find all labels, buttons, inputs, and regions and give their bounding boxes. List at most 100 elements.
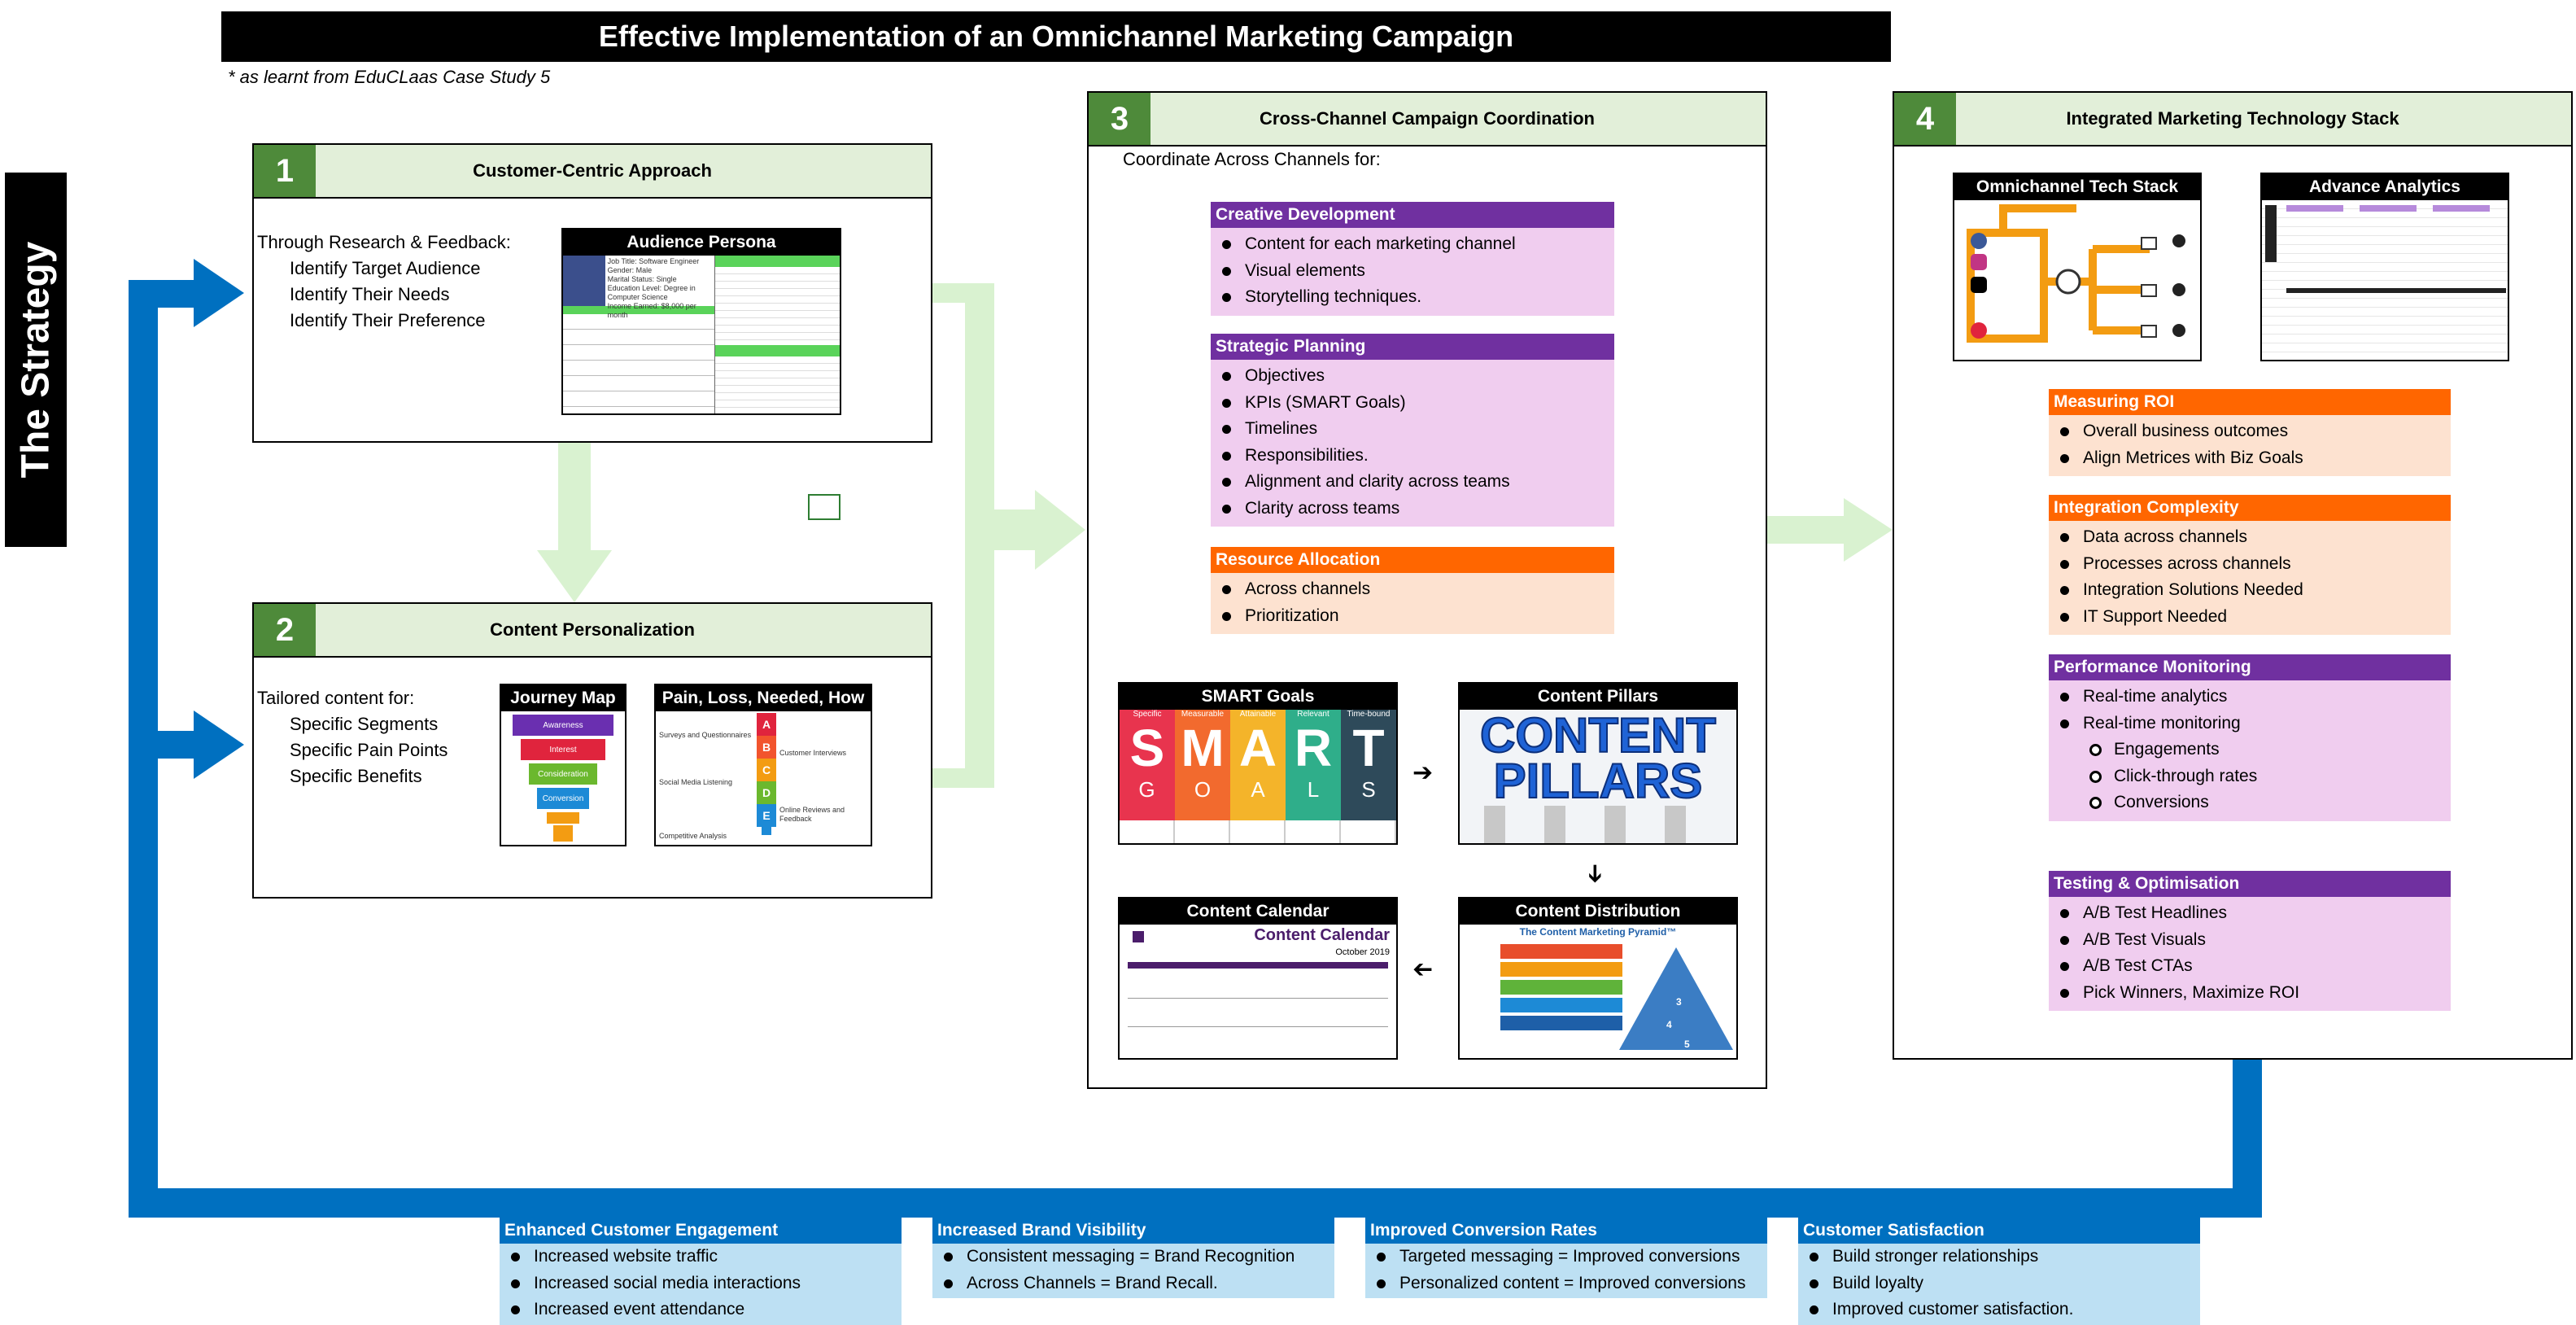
plnh-label: Customer Interviews	[779, 749, 847, 757]
smart-word: Time-bound	[1347, 710, 1391, 719]
tech-stack-diagram	[1967, 204, 2185, 343]
pillar-shape	[1665, 806, 1686, 843]
panel-title: Content Personalization	[490, 619, 695, 640]
section-resource-allocation: Resource Allocation Across channels Prio…	[1211, 547, 1614, 634]
plnh-letter: A	[757, 713, 776, 736]
smart-letter: M	[1181, 719, 1225, 777]
intro-text: Through Research & Feedback:	[257, 232, 511, 252]
panel-number: 1	[254, 145, 316, 197]
pillar-shape	[1544, 806, 1565, 843]
content-calendar-card: Content Calendar Content Calendar Octobe…	[1118, 897, 1398, 1060]
plnh-letter: C	[757, 759, 776, 781]
social-icon	[1971, 277, 1987, 293]
panel-number: 2	[254, 604, 316, 656]
list-item: Objectives	[1211, 363, 1614, 390]
plnh-letter: B	[757, 736, 776, 759]
section-measuring-roi: Measuring ROI Overall business outcomes …	[2049, 389, 2451, 476]
list-item: Timelines	[1211, 416, 1614, 443]
panel-tech-stack: Integrated Marketing Technology Stack 4 …	[1893, 91, 2573, 1060]
card-title: SMART Goals	[1120, 684, 1396, 710]
list-item: Targeted messaging = Improved conversion…	[1365, 1244, 1767, 1270]
section-performance-monitoring: Performance Monitoring Real-time analyti…	[2049, 654, 2451, 821]
panel-title: Customer-Centric Approach	[473, 160, 712, 181]
goals-letter: L	[1307, 777, 1320, 802]
analytics-preview	[2262, 200, 2508, 360]
smart-col: Attainable A A	[1230, 710, 1286, 820]
plnh-label: Online Reviews and Feedback	[779, 806, 845, 823]
smart-letter: R	[1294, 719, 1333, 777]
funnel: Awareness Interest Consideration Convers…	[501, 711, 625, 845]
people-icon	[2172, 283, 2185, 296]
globe-icon	[2055, 269, 2081, 295]
pain-loss-needed-how-card: Pain, Loss, Needed, How Surveys and Ques…	[654, 684, 872, 846]
section-title: Resource Allocation	[1211, 547, 1614, 573]
section-creative-development: Creative Development Content for each ma…	[1211, 202, 1614, 316]
list-item: Specific Benefits	[290, 766, 422, 786]
list-item: Clarity across teams	[1211, 496, 1614, 523]
calendar-logo	[1133, 931, 1144, 942]
persona-row: Income Earned: $8,000 per month	[607, 302, 696, 319]
pyramid-level: 4	[1666, 1019, 1672, 1030]
analytics-sidebar	[2265, 205, 2277, 262]
arrow-12-to-3	[932, 283, 1085, 788]
list-item: Align Metrices with Biz Goals	[2049, 445, 2451, 472]
list-item: A/B Test Headlines	[2049, 900, 2451, 927]
list-item: Increased social media interactions	[500, 1270, 902, 1297]
mail-icon	[2141, 237, 2157, 250]
funnel-stage-tip	[553, 825, 573, 842]
funnel-stage: Interest	[521, 739, 605, 760]
omnichannel-tech-stack-card: Omnichannel Tech Stack	[1953, 173, 2202, 361]
pyramid-shape	[1619, 947, 1733, 1050]
list-item: Specific Segments	[290, 714, 439, 734]
smart-col: Measurable M O	[1175, 710, 1230, 820]
arrow-3-to-4	[1767, 498, 1893, 562]
social-icon	[1971, 322, 1987, 339]
card-title: Advance Analytics	[2262, 174, 2508, 200]
panel-number: 4	[1894, 93, 1956, 145]
funnel-stage: Consideration	[529, 763, 597, 785]
list-item: Storytelling techniques.	[1211, 284, 1614, 311]
pillars-word: CONTENT	[1479, 708, 1717, 763]
pyramid-tab	[1500, 980, 1622, 995]
advance-analytics-card: Advance Analytics	[2260, 173, 2509, 361]
panel-title: Integrated Marketing Technology Stack	[2066, 108, 2399, 129]
mail-icon	[2141, 284, 2157, 297]
section-title: Measuring ROI	[2049, 389, 2451, 415]
section-testing-optimisation: Testing & Optimisation A/B Test Headline…	[2049, 871, 2451, 1011]
calendar-heading: Content Calendar	[1254, 926, 1390, 944]
card-title: Audience Persona	[563, 230, 840, 256]
social-icon	[1971, 233, 1987, 249]
mail-icon	[2141, 325, 2157, 338]
outcome-customer-engagement: Enhanced Customer Engagement Increased w…	[500, 1218, 902, 1325]
arrow-1-to-2	[537, 443, 612, 602]
section-strategic-planning: Strategic Planning Objectives KPIs (SMAR…	[1211, 334, 1614, 527]
list-item: Identify Their Needs	[290, 284, 450, 304]
intro-text: Coordinate Across Channels for:	[1123, 149, 1381, 169]
plnh-letter: E	[757, 804, 776, 827]
list-item: A/B Test CTAs	[2049, 953, 2451, 980]
list-item: Increased event attendance	[500, 1297, 902, 1323]
analytics-divider	[2286, 288, 2506, 293]
list-item: Data across channels	[2049, 524, 2451, 551]
list-item: A/B Test Visuals	[2049, 927, 2451, 954]
outcome-conversion-rates: Improved Conversion Rates Targeted messa…	[1365, 1218, 1767, 1298]
persona-row: Gender: Male	[607, 266, 653, 274]
goals-letter: S	[1361, 777, 1376, 802]
goals-letter: A	[1251, 777, 1265, 802]
plnh-letter: D	[757, 781, 776, 804]
sub-list-item: Click-through rates	[2049, 763, 2451, 790]
section-title: Performance Monitoring	[2049, 654, 2451, 680]
strategy-label: The Strategy	[5, 173, 67, 547]
smart-word: Relevant	[1297, 710, 1329, 719]
stray-marker	[808, 494, 840, 520]
pyramid-level: 3	[1676, 996, 1682, 1008]
people-icon	[2172, 234, 2185, 247]
section-title: Testing & Optimisation	[2049, 871, 2451, 897]
smart-col: Specific S G	[1120, 710, 1175, 820]
section-integration-complexity: Integration Complexity Data across chann…	[2049, 495, 2451, 635]
list-item: IT Support Needed	[2049, 604, 2451, 631]
list-item: KPIs (SMART Goals)	[1211, 390, 1614, 417]
list-item: Integration Solutions Needed	[2049, 577, 2451, 604]
people-icon	[2172, 324, 2185, 337]
sub-list-item: Engagements	[2049, 737, 2451, 763]
